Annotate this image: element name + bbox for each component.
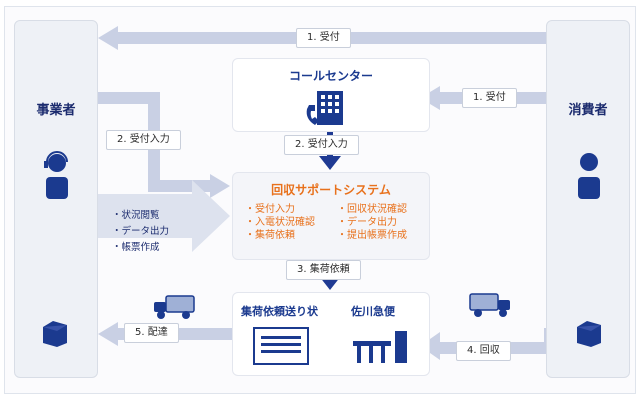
person-icon xyxy=(578,153,600,199)
warehouse-icon xyxy=(353,331,407,363)
support-system-panel: 回収サポートシステム ・受付入力 ・入電状況確認 ・集荷依頼 ・回収状況確認 ・… xyxy=(232,172,430,260)
list-item: ・回収状況確認 xyxy=(337,204,407,215)
consumer-column: 消費者 xyxy=(546,20,630,378)
business-function-list: ・状況閲覧 ・データ出力 ・帳票作成 xyxy=(112,208,169,256)
list-item: ・データ出力 xyxy=(112,226,170,237)
shipping-panel: 集荷依頼送り状 佐川急便 xyxy=(232,292,430,376)
support-system-title: 回収サポートシステム xyxy=(271,183,391,197)
carrier-label: 佐川急便 xyxy=(351,305,395,318)
step-center-input-label: 2. 受付入力 xyxy=(284,135,359,155)
business-column: 事業者 xyxy=(14,20,98,378)
step-right-receive-label: 1. 受付 xyxy=(462,88,517,108)
person-headset-icon xyxy=(44,151,68,199)
truck-icon xyxy=(154,295,195,319)
list-item: ・データ出力 xyxy=(337,217,397,228)
step-top-receive-label: 1. 受付 xyxy=(296,28,351,48)
document-icon xyxy=(253,327,309,365)
step-pickup-request-label: 3. 集荷依頼 xyxy=(286,260,361,280)
list-item: ・帳票作成 xyxy=(112,242,160,253)
arrow-left-input xyxy=(98,92,230,198)
list-item: ・入電状況確認 xyxy=(245,217,315,228)
call-center-title: コールセンター xyxy=(288,69,373,83)
truck-icon xyxy=(469,293,510,317)
step-collect-label: 4. 回収 xyxy=(456,341,511,361)
arrow-business-functions xyxy=(98,180,230,252)
arrow-collect xyxy=(420,316,556,360)
list-item: ・提出帳票作成 xyxy=(337,230,407,241)
support-system-right-list: ・回収状況確認 ・データ出力 ・提出帳票作成 xyxy=(337,203,407,242)
call-center-panel: コールセンター xyxy=(232,58,430,132)
step-left-input-label: 2. 受付入力 xyxy=(106,130,181,150)
box-icon xyxy=(577,321,601,347)
consumer-title: 消費者 xyxy=(568,103,608,118)
box-icon xyxy=(43,321,67,347)
list-item: ・集荷依頼 xyxy=(245,230,295,241)
arrow-center-head xyxy=(319,156,341,170)
support-system-left-list: ・受付入力 ・入電状況確認 ・集荷依頼 xyxy=(245,203,315,242)
building-phone-icon xyxy=(306,91,343,125)
list-item: ・状況閲覧 xyxy=(112,210,160,221)
pickup-slip-label: 集荷依頼送り状 xyxy=(241,305,318,318)
list-item: ・受付入力 xyxy=(245,204,295,215)
business-title: 事業者 xyxy=(36,103,76,118)
step-deliver-label: 5. 配達 xyxy=(124,323,179,343)
